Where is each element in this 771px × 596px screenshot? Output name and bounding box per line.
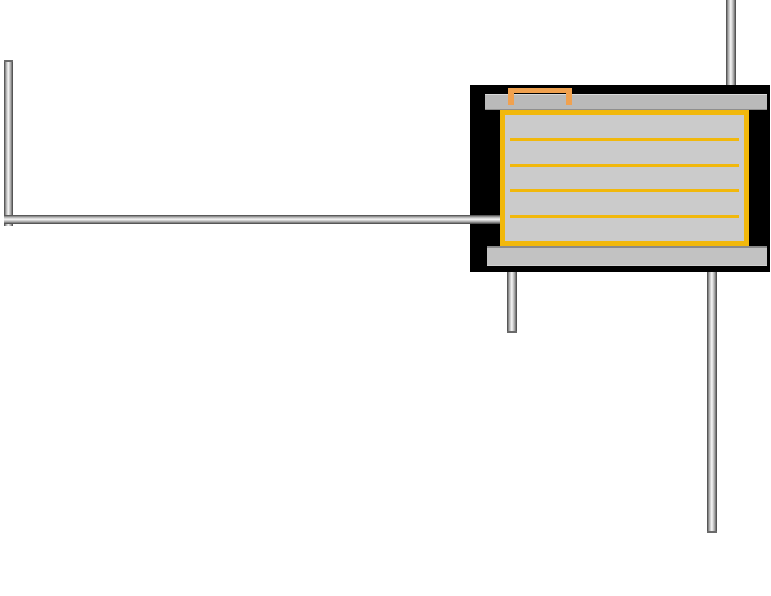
clamp-leg-left [508, 93, 514, 105]
cell-plate-stack [505, 115, 744, 241]
left-pipe-horizontal [4, 215, 500, 224]
clamp-leg-right [566, 93, 572, 105]
bottom-pipe-long [707, 272, 717, 533]
cell-plate-section [510, 115, 739, 141]
cell-plate-section [510, 167, 739, 193]
cell-body [500, 110, 749, 246]
cell-plate-section [510, 192, 739, 219]
clamp-top-bar [508, 88, 572, 93]
top-inlet-pipe [726, 0, 736, 88]
clamp-bracket [508, 88, 572, 105]
cell-plate-section [510, 141, 739, 167]
left-pipe-vertical [4, 60, 13, 226]
top-plate [485, 94, 767, 110]
bottom-pipe-short [507, 272, 517, 333]
bottom-plate [487, 246, 767, 266]
cell-plate-section [510, 218, 739, 241]
housing [470, 85, 770, 272]
